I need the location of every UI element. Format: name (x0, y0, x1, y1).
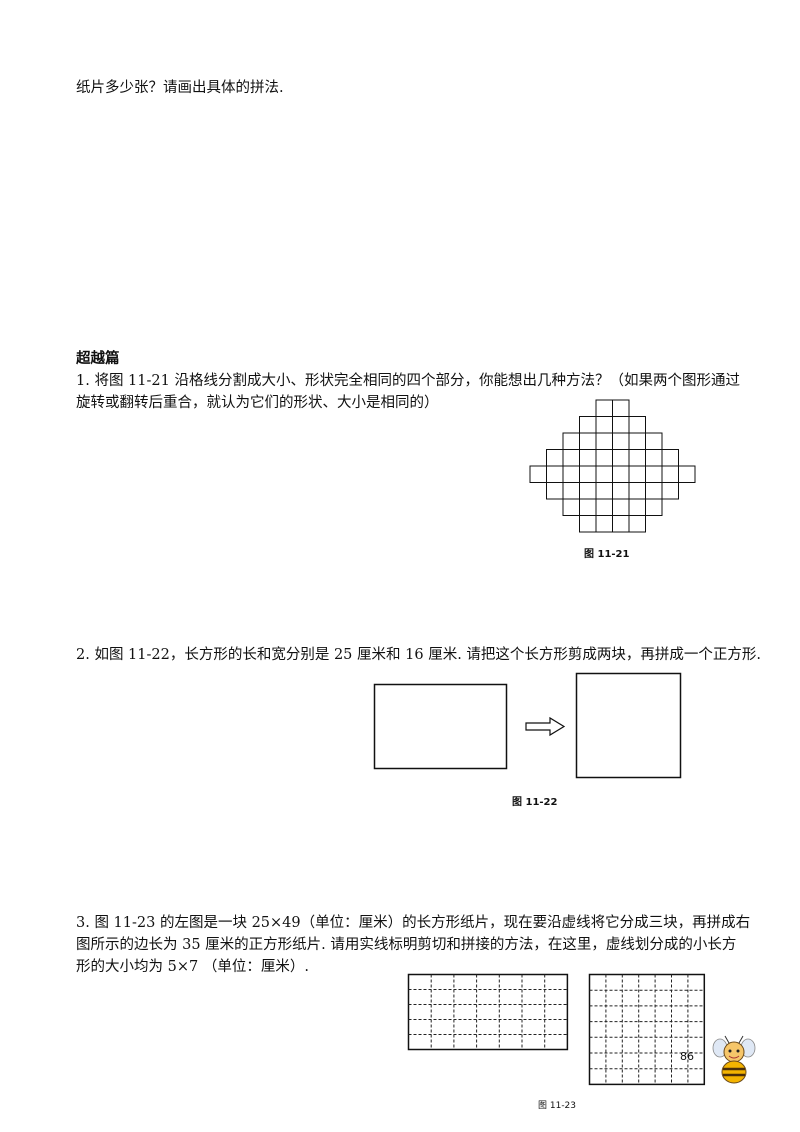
grid-border (407, 973, 569, 1051)
grid-cell (628, 416, 646, 434)
page-number: 86 (680, 1050, 694, 1063)
grid-cell (595, 465, 613, 483)
grid-cell (595, 449, 613, 467)
grid-cell (612, 416, 630, 434)
grid-cell (612, 432, 630, 450)
q1-line2: 旋转或翻转后重合，就认为它们的形状、大小是相同的） (76, 395, 439, 411)
grid-cell (661, 465, 679, 483)
figure-11-22 (373, 672, 682, 779)
square-shape (575, 672, 682, 779)
grid-cell (678, 465, 696, 483)
top-text: 纸片多少张？请画出具体的拼法. (76, 80, 284, 96)
grid-cell (595, 399, 613, 417)
grid-cell (661, 482, 679, 500)
figure-11-21-grid (529, 399, 696, 533)
grid-cell (612, 515, 630, 533)
section-title: 超越篇 (76, 351, 120, 367)
q1-line1: 1. 将图 11-21 沿格线分割成大小、形状完全相同的四个部分，你能想出几种方… (76, 373, 740, 389)
grid-cell (546, 449, 564, 467)
grid-cell (595, 515, 613, 533)
grid-cell (562, 482, 580, 500)
grid-cell (595, 432, 613, 450)
grid-cell (612, 449, 630, 467)
grid-cell (562, 432, 580, 450)
grid-cell (628, 515, 646, 533)
grid-cell (612, 498, 630, 516)
grid-cell (628, 449, 646, 467)
rectangle-shape (373, 683, 508, 770)
grid-cell (562, 498, 580, 516)
grid-cell (529, 465, 547, 483)
grid-cell (595, 416, 613, 434)
grid-cell (579, 449, 597, 467)
grid-cell (645, 482, 663, 500)
figure-11-23-caption: 图 11-23 (538, 1101, 577, 1111)
figure-11-23-right-grid (588, 973, 706, 1086)
grid-cell (612, 465, 630, 483)
figure-11-23-left-grid (407, 973, 569, 1051)
grid-cell (612, 482, 630, 500)
grid-cell (645, 432, 663, 450)
grid-cell (546, 482, 564, 500)
grid-cell (661, 449, 679, 467)
grid-cell (595, 498, 613, 516)
grid-cell (645, 465, 663, 483)
grid-cell (628, 482, 646, 500)
q3-line1: 3. 图 11-23 的左图是一块 25×49（单位：厘米）的长方形纸片，现在要… (76, 915, 751, 931)
grid-cell (645, 449, 663, 467)
grid-border (588, 973, 706, 1086)
grid-cell (562, 465, 580, 483)
grid-cell (579, 498, 597, 516)
grid-cell (628, 432, 646, 450)
figure-11-22-caption: 图 11-22 (512, 797, 558, 808)
q2-line1: 2. 如图 11-22，长方形的长和宽分别是 25 厘米和 16 厘米. 请把这… (76, 647, 762, 663)
grid-cell (546, 465, 564, 483)
q3-line2: 图所示的边长为 35 厘米的正方形纸片. 请用实线标明剪切和拼接的方法，在这里，… (76, 937, 737, 953)
grid-cell (579, 465, 597, 483)
grid-cell (562, 449, 580, 467)
grid-cell (579, 432, 597, 450)
grid-cell (595, 482, 613, 500)
arrow-right-icon (525, 716, 566, 737)
grid-cell (579, 482, 597, 500)
grid-cell (579, 416, 597, 434)
grid-cell (645, 498, 663, 516)
grid-cell (628, 498, 646, 516)
grid-cell (628, 465, 646, 483)
figure-11-21-caption: 图 11-21 (584, 549, 630, 560)
grid-cell (579, 515, 597, 533)
grid-cell (612, 399, 630, 417)
bee-mascot-icon (712, 1035, 756, 1084)
q3-line3: 形的大小均为 5×7 （单位：厘米）. (76, 959, 309, 975)
